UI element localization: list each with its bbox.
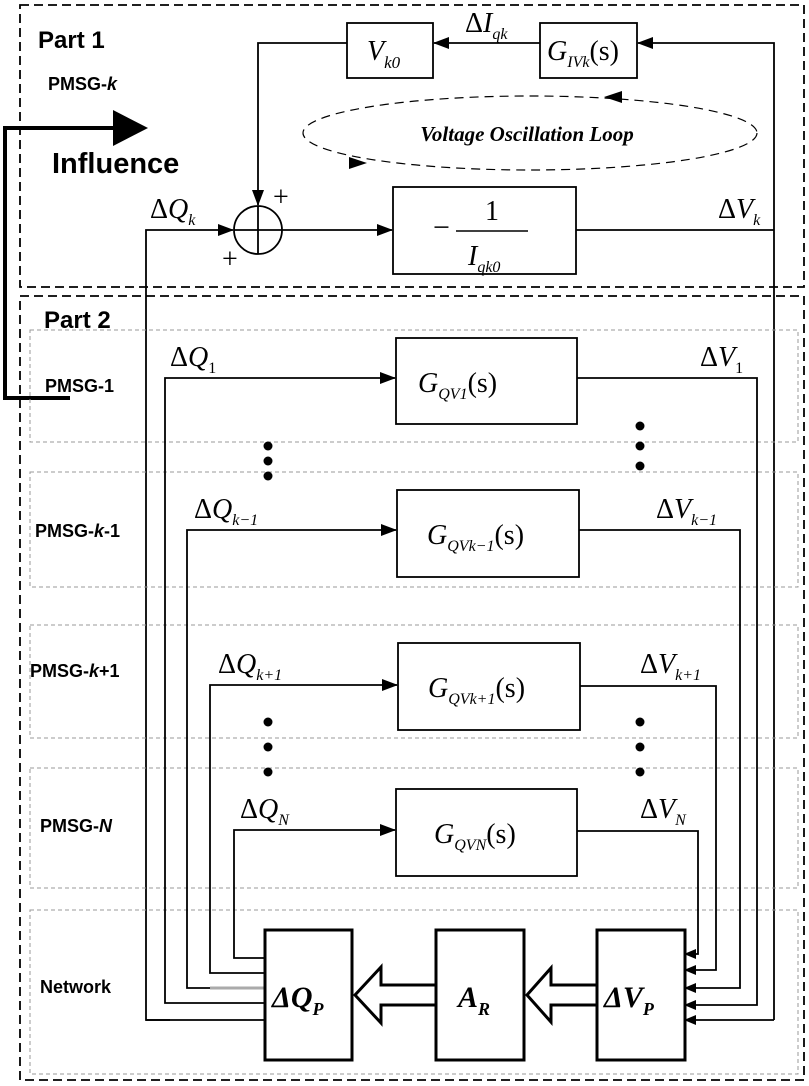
wire-dvk-minus-1 [579,529,741,993]
ellipsis-dots-right-lower [635,717,645,777]
sum-sign-top: + [273,182,289,213]
svg-text:AR: AR [456,981,490,1019]
block-delta-qp: ΔQP [263,928,354,1062]
sum-sign-left: + [222,244,238,275]
signal-delta-qk: ΔQk [150,194,196,229]
row-label-pmsg-k-minus-1: PMSG-k-1 [35,521,120,541]
wire-dqn [233,824,396,959]
svg-text:ΔVP: ΔVP [603,981,655,1019]
block-g-qvn: GQVN(s) [395,788,578,877]
influence-arrowhead [113,110,148,146]
row-label-network: Network [40,977,112,997]
part1-group: Part 1 PMSG-k Influence Voltage Oscillat… [3,4,805,1021]
wire-dqk-minus-1 [186,524,397,989]
signal-delta-qk-minus-1: ΔQk−1 [194,494,258,529]
wire-feedback-right [637,37,775,1020]
block-v-k0: Vk0 [346,22,434,79]
ellipsis-dots-right-upper [635,421,645,471]
part2-group: Part 2 PMSG-1 PMSG-k-1 PMSG-k+1 PMSG-N N… [19,295,805,1081]
block-g-qvk-plus-1: GQVk+1(s) [397,642,581,731]
part2-frame [19,295,805,1081]
signal-delta-v1: ΔV1 [700,342,743,377]
loop-arrow-bottom [349,157,367,169]
block-delta-vp: ΔVP [595,928,687,1062]
block-g-qvk-minus-1: GQVk−1(s) [396,489,580,578]
block-neg-inverse-iqk0: − 1 Iqk0 [392,186,577,276]
part1-title: Part 1 [38,27,105,54]
row-label-pmsg-k-plus-1: PMSG-k+1 [30,661,120,681]
part1-subtitle: PMSG-k [48,74,118,94]
row-frame-pmsg-n [29,767,799,889]
signal-delta-qk-plus-1: ΔQk+1 [218,649,282,684]
signal-delta-q1: ΔQ1 [170,342,216,377]
loop-arrow-top [604,91,622,103]
part2-title: Part 2 [44,307,111,334]
row-label-pmsg-1: PMSG-1 [45,376,114,396]
influence-arrow-line [3,126,115,400]
wire-dq1 [164,372,396,1004]
oscillation-loop-ellipse [302,95,758,171]
summing-junction [233,205,283,255]
row-frame-pmsg-k-minus-1 [29,471,799,588]
signal-delta-vk: ΔVk [718,194,761,229]
part1-frame [19,4,805,288]
ellipsis-dots-left-upper [263,441,273,481]
influence-label: Influence [52,148,179,180]
hollow-arrow-vp-to-ar [524,964,599,1026]
svg-text:GQVk−1(s): GQVk−1(s) [427,520,524,555]
wire-dqk-plus-1 [209,679,398,974]
wire-dvn [577,830,699,959]
block-g-qv1: GQV1(s) [395,337,578,425]
svg-text:Vk0: Vk0 [367,36,401,72]
svg-text:ΔQP: ΔQP [271,981,324,1019]
svg-text:Iqk0: Iqk0 [467,241,500,276]
signal-delta-vk-minus-1: ΔVk−1 [656,494,717,529]
block-g-ivk: GIVk(s) [539,22,638,79]
signal-delta-iqk: ΔIqk [465,8,508,43]
row-frame-network [29,909,799,1075]
wire-vk0-to-sum [252,42,347,206]
signal-delta-qn: ΔQN [240,794,290,829]
svg-text:GQV1(s): GQV1(s) [418,368,497,403]
ellipsis-dots-left-lower [263,717,273,777]
signal-delta-vk-plus-1: ΔVk+1 [640,649,701,684]
block-ar: AR [434,928,526,1062]
svg-text:1: 1 [485,196,499,227]
row-label-pmsg-n: PMSG-N [40,816,113,836]
svg-text:GQVk+1(s): GQVk+1(s) [428,673,525,708]
signal-delta-vn: ΔVN [640,794,687,829]
wire-dv1 [577,377,758,1010]
wire-dvk-plus-1 [580,685,717,975]
svg-text:GQVN(s): GQVN(s) [434,819,516,854]
loop-label: Voltage Oscillation Loop [420,122,634,146]
svg-text:−: − [433,211,450,244]
svg-text:GIVk(s): GIVk(s) [547,36,619,71]
hollow-arrow-ar-to-qp [352,963,438,1027]
row-frame-pmsg-1 [29,329,799,443]
